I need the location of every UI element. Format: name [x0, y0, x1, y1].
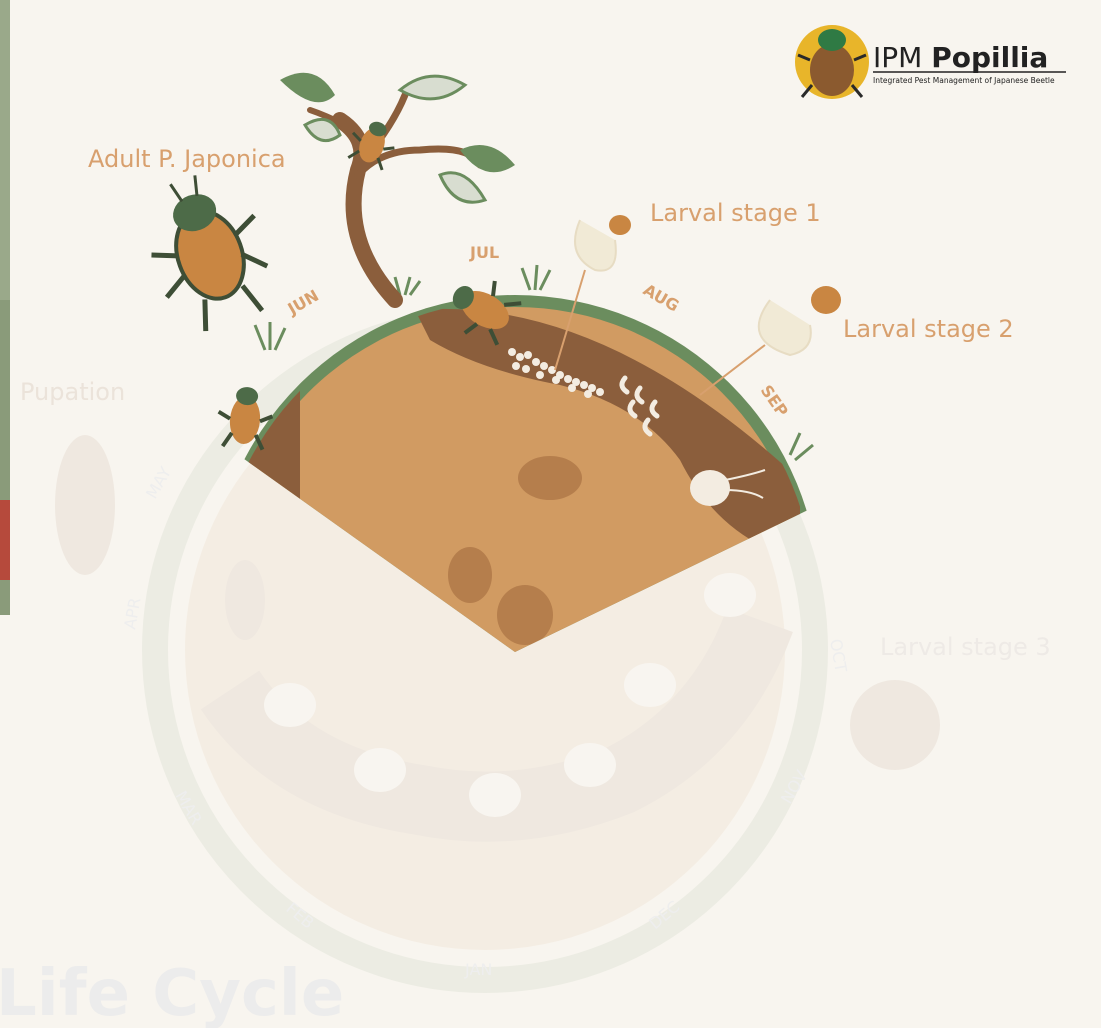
month-jun: JUN	[284, 286, 322, 319]
larva-stage-2-illustration	[700, 286, 841, 395]
month-jul: JUL	[469, 243, 499, 262]
month-sep: SEP	[757, 381, 792, 420]
month-apr: APR	[120, 596, 144, 631]
month-jan: JAN	[464, 960, 492, 979]
label-larval-stage-2: Larval stage 2	[843, 315, 1014, 343]
label-larval-stage-3: Larval stage 3	[880, 633, 1051, 661]
month-aug: AUG	[640, 280, 682, 315]
month-may: MAY	[142, 463, 175, 502]
logo-brand-plain: IPM	[873, 41, 931, 74]
label-life-cycle: Life Cycle	[0, 957, 344, 1028]
logo: IPM Popillia Integrated Pest Management …	[795, 25, 1066, 99]
logo-tagline: Integrated Pest Management of Japanese B…	[873, 76, 1055, 85]
month-oct: OCT	[826, 637, 851, 674]
logo-brand-bold: Popillia	[931, 41, 1048, 74]
background-photo	[0, 0, 10, 615]
label-pupation: Pupation	[20, 378, 125, 406]
label-larval-stage-1: Larval stage 1	[650, 199, 821, 227]
beetle-adult-large	[131, 161, 286, 340]
label-adult: Adult P. Japonica	[88, 145, 286, 173]
plant	[280, 73, 515, 300]
svg-text:IPM Popillia: IPM Popillia	[873, 41, 1048, 74]
